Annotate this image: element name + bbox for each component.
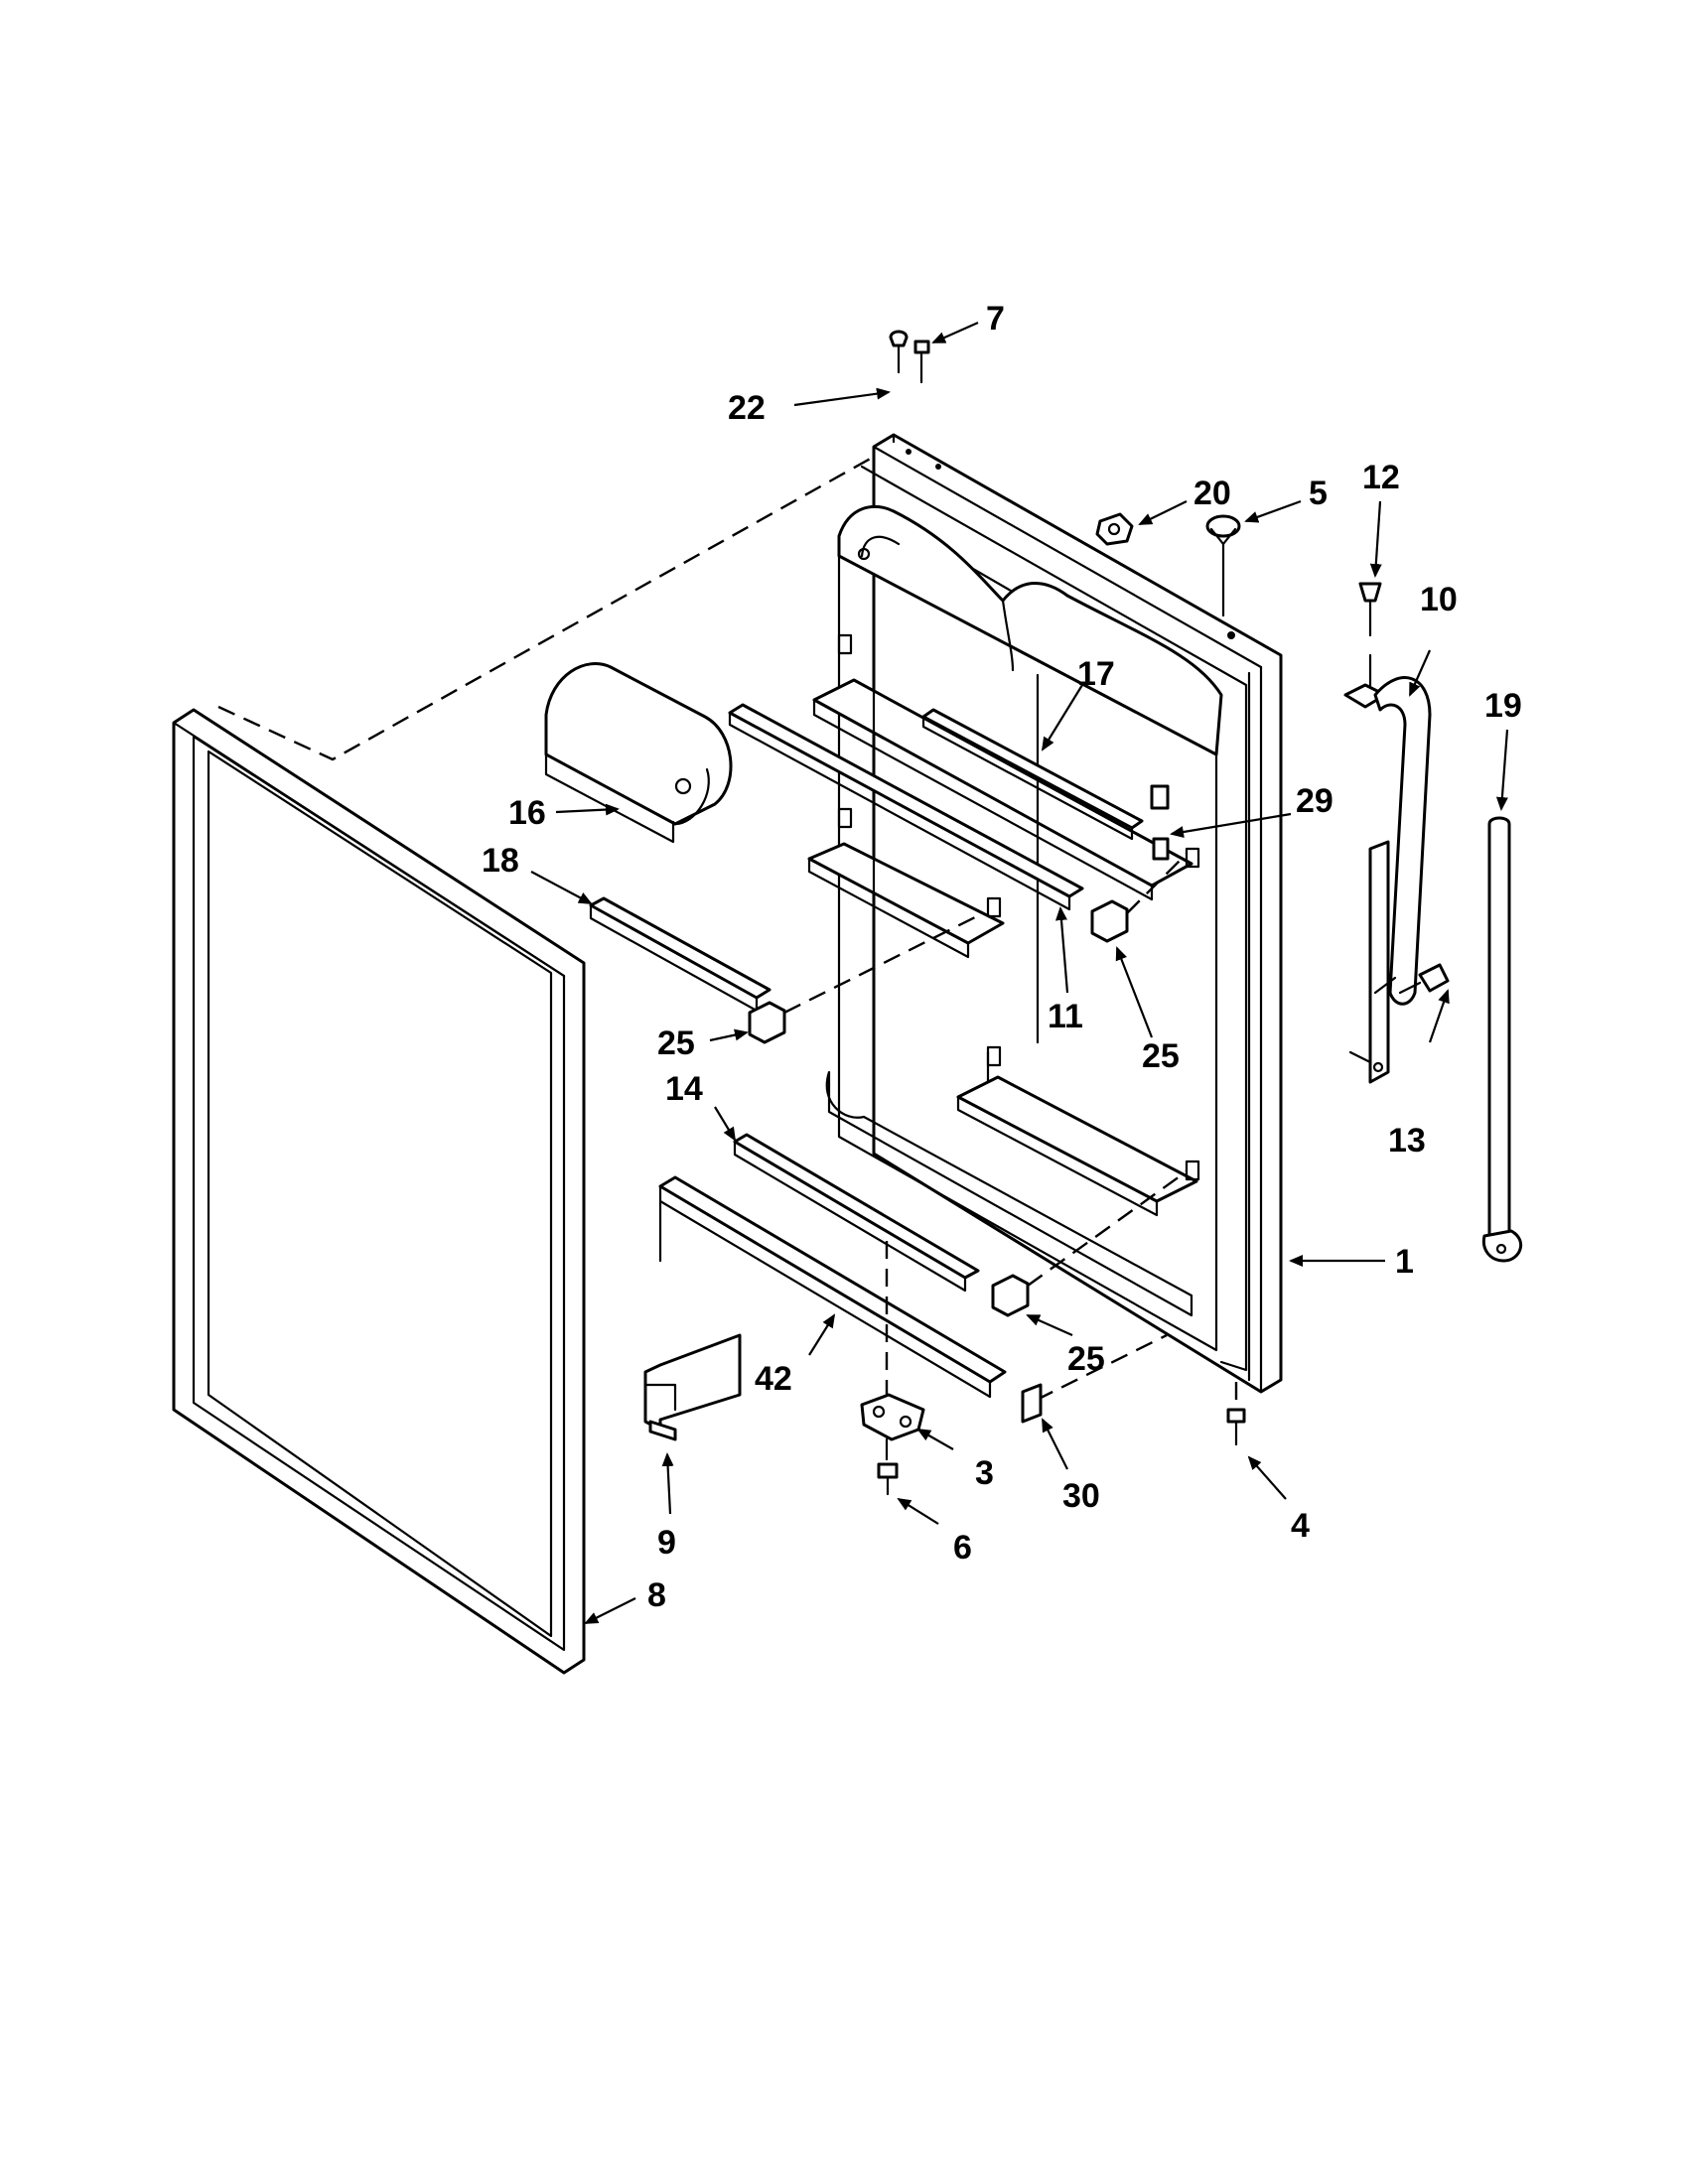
- callout-8: 8: [647, 1576, 666, 1614]
- callout-18: 18: [482, 842, 519, 880]
- callout-labels: 22 7 20 5 12 10 19 17 29 16 18 25 11 25 …: [482, 300, 1522, 1614]
- callout-30: 30: [1062, 1477, 1100, 1515]
- callout-9: 9: [657, 1524, 676, 1562]
- callout-14: 14: [665, 1070, 703, 1108]
- callout-6: 6: [953, 1529, 972, 1567]
- callout-10: 10: [1420, 581, 1458, 618]
- door-handle-10: [1343, 676, 1432, 1084]
- shelf-bar-17: [921, 708, 1144, 841]
- hinge-bracket-3: [860, 1393, 925, 1461]
- callout-11: 11: [1048, 998, 1083, 1035]
- callout-25a: 25: [657, 1024, 695, 1062]
- plug-5: [1205, 514, 1241, 617]
- callout-29: 29: [1296, 782, 1333, 820]
- door-gasket: [172, 708, 586, 1675]
- callout-22: 22: [728, 389, 766, 427]
- shelf-bar-18: [589, 896, 772, 1013]
- callout-4: 4: [1291, 1507, 1310, 1545]
- callout-3: 3: [975, 1454, 994, 1492]
- callout-42: 42: [755, 1360, 792, 1398]
- stop-30: [1021, 1383, 1043, 1424]
- clip-29: [1150, 784, 1170, 810]
- shelf-bar-42: [658, 1175, 1007, 1399]
- callout-25c: 25: [1067, 1340, 1105, 1378]
- shelf-bar-11: [728, 703, 1084, 911]
- door-assembly: [807, 433, 1283, 1394]
- cap-guide-c: [1027, 1170, 1188, 1287]
- callout-12: 12: [1362, 459, 1400, 496]
- screw-6: [877, 1462, 899, 1496]
- callout-13: 13: [1388, 1122, 1426, 1160]
- screw-13: [1348, 963, 1450, 1064]
- screw-12: [1358, 582, 1382, 697]
- screw-4: [1226, 1408, 1246, 1446]
- shelf-end-caps: [748, 837, 1170, 1415]
- dairy-bin: [544, 662, 733, 844]
- cap-guide-b: [1126, 853, 1188, 914]
- callout-25b: 25: [1142, 1037, 1180, 1075]
- callout-20: 20: [1193, 475, 1231, 512]
- bracket-9: [643, 1333, 742, 1441]
- callout-5: 5: [1309, 475, 1328, 512]
- gasket-guide-line: [217, 455, 875, 761]
- callout-1: 1: [1395, 1243, 1414, 1281]
- callout-19: 19: [1484, 687, 1522, 725]
- callout-7: 7: [986, 300, 1005, 338]
- plug-22: [889, 330, 909, 374]
- shelf-bar-14: [733, 1133, 980, 1293]
- hinge-rod-19: [1481, 816, 1523, 1263]
- cap-guide-d: [1036, 1333, 1168, 1402]
- callout-16: 16: [508, 794, 546, 832]
- leader-lines: [530, 321, 1509, 1624]
- cam-20: [1095, 512, 1134, 546]
- callout-17: 17: [1077, 655, 1115, 693]
- screw-7: [913, 340, 930, 384]
- cap-guide-a: [783, 911, 984, 1015]
